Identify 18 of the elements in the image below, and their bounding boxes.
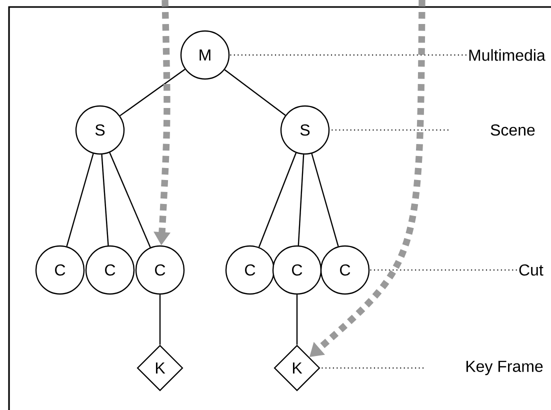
connector-line: [224, 69, 286, 116]
leader-line: [230, 54, 466, 56]
connector-line: [159, 294, 161, 345]
connector-line: [298, 154, 304, 246]
connector-line: [120, 68, 186, 116]
connector-line: [101, 154, 109, 246]
leader-line: [370, 269, 517, 271]
level-label: Multimedia: [469, 49, 546, 61]
level-label: Key Frame: [466, 360, 543, 376]
connector-line: [311, 153, 339, 246]
connector-line: [109, 152, 151, 248]
connector-line: [296, 294, 298, 345]
leader-line: [320, 367, 424, 369]
connector-line: [66, 153, 94, 246]
level-label: Scene: [490, 124, 535, 136]
leader-line: [330, 129, 448, 131]
level-label: Cut: [519, 264, 544, 276]
connector-line: [258, 152, 297, 248]
